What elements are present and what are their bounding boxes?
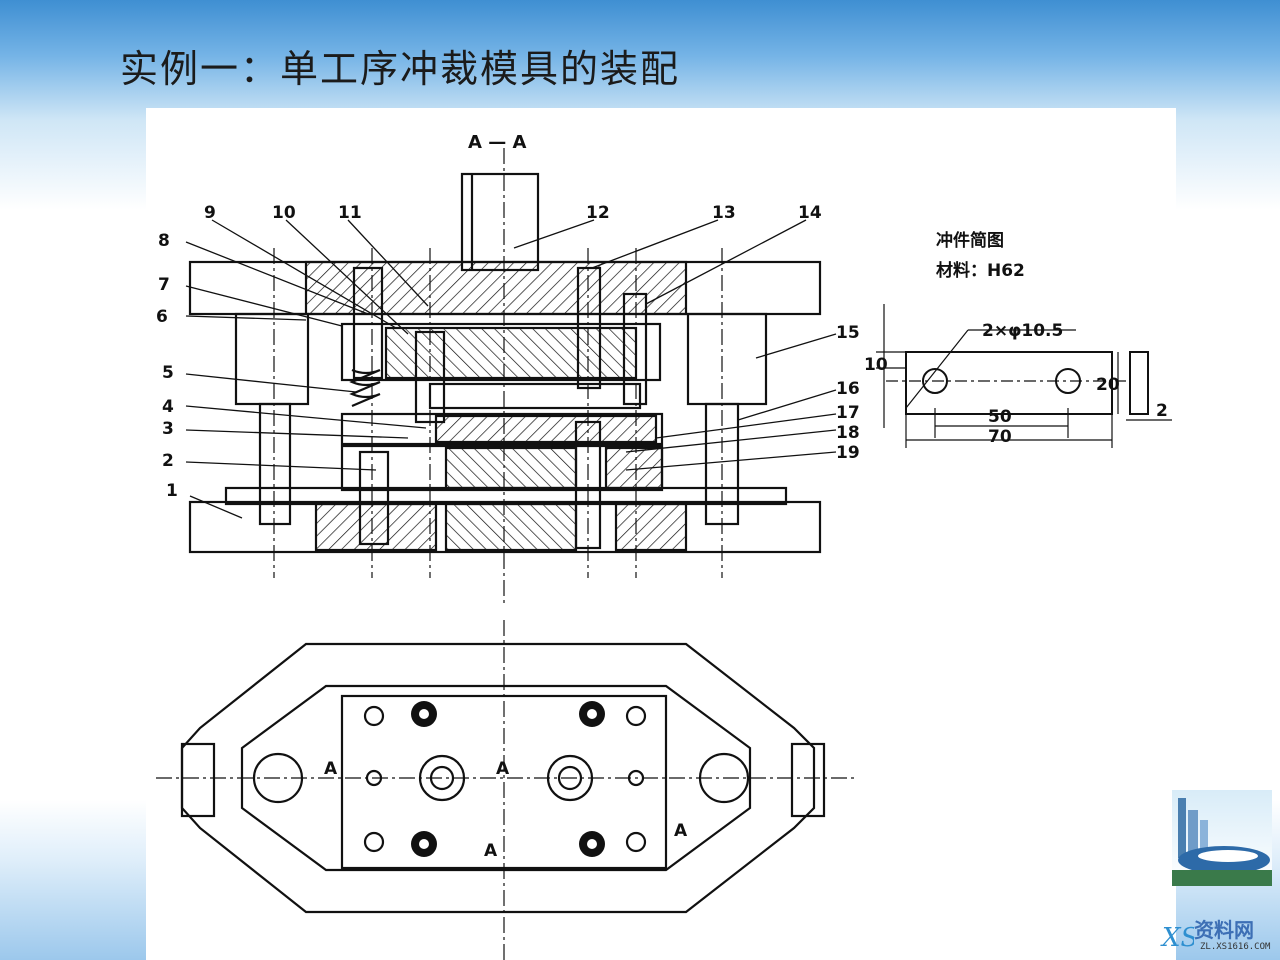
decorative-logo <box>1172 790 1272 886</box>
dim-height: 20 <box>1096 375 1120 395</box>
svg-text:XS: XS <box>1160 923 1194 953</box>
section-mark-bottom: A <box>484 841 498 861</box>
part-number-14: 14 <box>798 203 822 223</box>
part-number-17: 17 <box>836 403 860 423</box>
stripper-plate <box>340 412 664 446</box>
part-sketch-material: 材料：H62 <box>936 260 1025 281</box>
section-mark-left: A <box>324 759 338 779</box>
part-number-4: 4 <box>162 397 174 417</box>
drawing-labels: A — A 1 2 3 4 5 6 7 8 9 10 11 12 13 14 1… <box>156 132 1168 861</box>
part-side-view <box>1129 351 1149 415</box>
part-number-1: 1 <box>166 481 178 501</box>
punch-fixing-plate <box>340 322 662 382</box>
part-number-16: 16 <box>836 379 860 399</box>
part-number-7: 7 <box>158 275 170 295</box>
part-number-18: 18 <box>836 423 860 443</box>
lower-die-plate <box>188 500 822 554</box>
part-number-13: 13 <box>712 203 736 223</box>
part-outline <box>905 351 1113 415</box>
part-number-9: 9 <box>204 203 216 223</box>
drawing-svg <box>156 148 1172 960</box>
part-number-10: 10 <box>272 203 296 223</box>
part-hole-left <box>922 368 948 394</box>
hole-callout: 2×φ10.5 <box>982 321 1063 341</box>
section-label: A — A <box>468 132 526 153</box>
part-number-8: 8 <box>158 231 170 251</box>
guide-post-left <box>258 402 292 526</box>
watermark-url: ZL.XS1616.COM <box>1200 942 1271 952</box>
section-mark-right: A <box>674 821 688 841</box>
part-number-11: 11 <box>338 203 362 223</box>
watermark-xs-icon: XS <box>1160 923 1194 953</box>
part-number-2: 2 <box>162 451 174 471</box>
part-number-5: 5 <box>162 363 174 383</box>
part-number-19: 19 <box>836 443 860 463</box>
part-number-15: 15 <box>836 323 860 343</box>
section-mark-center: A <box>496 759 510 779</box>
die-assembly-drawing: A — A 1 2 3 4 5 6 7 8 9 10 11 12 13 14 1… <box>146 108 1176 960</box>
part-sketch-heading: 冲件简图 <box>936 230 1004 251</box>
dim-length: 70 <box>988 427 1012 447</box>
watermark: XS 资料网 ZL.XS1616.COM <box>1160 912 1280 960</box>
watermark-brand: 资料网 <box>1194 918 1254 942</box>
dim-height-small: 10 <box>864 355 888 375</box>
dim-pitch: 50 <box>988 407 1012 427</box>
part-number-6: 6 <box>156 307 168 327</box>
spring <box>349 368 381 408</box>
part-number-12: 12 <box>586 203 610 223</box>
part-number-3: 3 <box>162 419 174 439</box>
slide-title: 实例一：单工序冲裁模具的装配 <box>120 47 681 91</box>
dim-thickness: 2 <box>1156 401 1168 421</box>
